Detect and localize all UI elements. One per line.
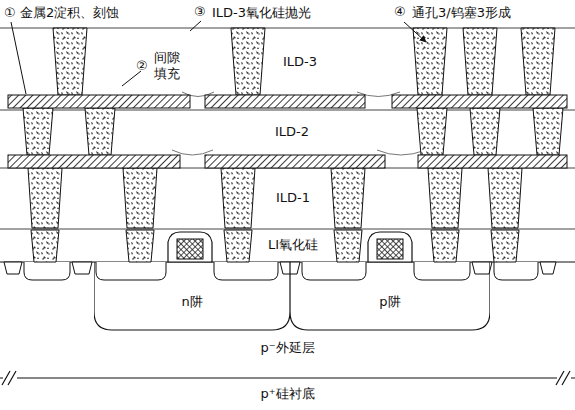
p-well: p阱 — [290, 262, 490, 332]
tungsten-plug — [428, 168, 462, 228]
tungsten-plug — [431, 230, 459, 262]
tungsten-plug — [221, 168, 255, 228]
region-label: p⁺硅衬底 — [257, 386, 317, 401]
callout-number: ④ — [394, 4, 406, 20]
tungsten-plug — [23, 108, 53, 155]
tungsten-plug — [334, 230, 362, 262]
transistor-gate — [377, 239, 403, 259]
callout-number: ③ — [194, 4, 206, 20]
tungsten-plug — [533, 108, 563, 155]
leader-line — [404, 22, 426, 42]
transistor-gate — [168, 232, 412, 262]
leader-line — [122, 71, 141, 86]
shallow-trench-isolation — [72, 262, 92, 274]
region-label-row: n阱 — [94, 294, 290, 310]
tungsten-plug — [85, 108, 115, 155]
source-drain-region — [494, 262, 538, 280]
tungsten-plug — [488, 168, 522, 228]
substrate-layer: p⁺硅衬底 — [0, 378, 575, 410]
tungsten-plug — [31, 230, 59, 262]
shallow-trench-isolation — [4, 262, 22, 274]
tungsten-plug — [224, 230, 252, 262]
metal-line — [205, 155, 385, 168]
callout-number: ② — [136, 58, 148, 74]
p-well-boundary — [290, 262, 490, 330]
tungsten-plug — [53, 28, 87, 95]
region-label-row: p⁻外延层 — [0, 340, 575, 356]
metal-line — [418, 155, 567, 168]
source-drain-region — [414, 262, 470, 280]
tungsten-plug — [521, 28, 555, 95]
metal-line — [8, 95, 567, 168]
region-label-row: p阱 — [290, 294, 490, 310]
callout-text: ILD-3氧化硅抛光 — [212, 5, 311, 21]
tungsten-plug — [491, 230, 519, 262]
callout-text: 间隙 填充 — [154, 50, 181, 81]
region-label: n阱 — [178, 294, 205, 309]
tungsten-plug — [417, 108, 447, 155]
metal-line — [8, 95, 190, 108]
layer-label: LI氧化硅 — [266, 237, 320, 253]
break-mark — [2, 370, 571, 386]
transistor-gate — [168, 232, 212, 262]
source-drain-region — [214, 262, 278, 280]
shallow-trench-isolation — [4, 262, 556, 274]
leader-line — [11, 21, 426, 94]
layer-boundaries — [0, 28, 575, 229]
n-well-boundary — [94, 262, 290, 330]
transistor-gate — [177, 239, 203, 259]
metal-line — [205, 95, 365, 108]
tungsten-plug — [123, 168, 157, 228]
metal-line — [8, 155, 180, 168]
tungsten-plug — [231, 28, 265, 95]
break-mark — [2, 371, 570, 385]
region-label-row: p⁺硅衬底 — [0, 386, 575, 402]
transistor-gate — [168, 232, 212, 262]
layer-boundaries — [172, 92, 426, 155]
source-drain-region — [24, 262, 538, 280]
layer-label: ILD-3 — [281, 54, 319, 70]
tungsten-plug — [413, 28, 447, 95]
epitaxial-layer: p⁻外延层 n阱 p阱 — [0, 262, 575, 378]
tungsten-plug — [470, 108, 500, 155]
source-drain-region — [24, 262, 70, 280]
shallow-trench-isolation — [472, 262, 492, 274]
transistor-gate — [368, 232, 412, 262]
tungsten-plug — [331, 168, 365, 228]
layer-label: ILD-1 — [274, 190, 312, 206]
layer-label: ILD-2 — [273, 124, 311, 140]
layer-boundaries — [0, 229, 575, 230]
tungsten-plug — [126, 230, 154, 262]
leader-line — [11, 22, 26, 94]
callout-text: 金属2淀积、刻蚀 — [20, 5, 119, 21]
callout-number: ① — [4, 5, 16, 21]
transistor-gate — [368, 232, 412, 262]
metal-line — [392, 95, 567, 108]
source-drain-region — [302, 262, 366, 280]
shallow-trench-isolation — [540, 262, 556, 274]
region-label: p阱 — [376, 294, 403, 309]
tungsten-plug — [28, 168, 62, 228]
silicon — [0, 262, 575, 378]
tungsten-plug — [23, 28, 563, 262]
silicon — [0, 377, 575, 378]
source-drain-region — [96, 262, 166, 280]
tungsten-plug — [463, 28, 497, 95]
n-well: n阱 — [94, 262, 290, 332]
region-label: p⁻外延层 — [257, 340, 317, 355]
callout-text: 通孔3/钨塞3形成 — [412, 5, 511, 21]
leader-line — [190, 21, 201, 31]
